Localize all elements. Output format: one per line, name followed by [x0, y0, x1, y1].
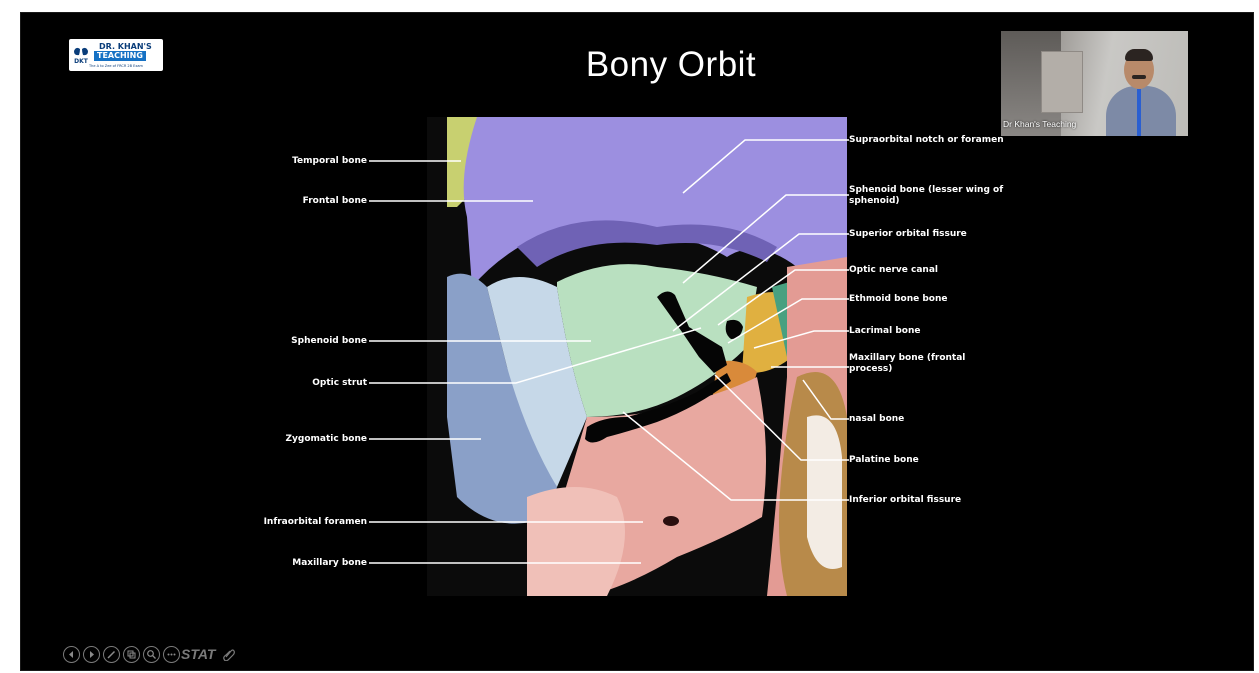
label-supraorbital-notch: Supraorbital notch or foramen [849, 135, 1004, 146]
leader-nasal-bone [803, 380, 849, 419]
next-icon [86, 649, 97, 660]
leader-palatine-bone [715, 375, 849, 460]
stat-brand-text: STAT [181, 646, 215, 662]
label-sphenoid-bone: Sphenoid bone [271, 336, 367, 347]
label-optic-nerve-canal: Optic nerve canal [849, 265, 938, 276]
presentation-toolbar: STAT [63, 643, 236, 665]
leader-inferior-orbital-fissure [623, 412, 849, 500]
leader-superior-orbital-fissure [673, 234, 849, 331]
label-palatine-bone: Palatine bone [849, 455, 919, 466]
leader-lacrimal-bone [754, 331, 849, 348]
label-maxillary-frontal-process: Maxillary bone (frontal process) [849, 353, 989, 375]
label-optic-strut: Optic strut [271, 378, 367, 389]
label-temporal-bone: Temporal bone [271, 156, 367, 167]
leader-supraorbital-notch [683, 140, 849, 193]
page-right-margin [1254, 0, 1259, 673]
label-ethmoid-bone: Ethmoid bone bone [849, 294, 948, 305]
zoom-icon [146, 649, 157, 660]
label-lacrimal-bone: Lacrimal bone [849, 326, 920, 337]
label-superior-orbital-fissure: Superior orbital fissure [849, 229, 967, 240]
previous-slide-button[interactable] [63, 646, 80, 663]
label-inferior-orbital-fissure: Inferior orbital fissure [849, 495, 961, 506]
label-infraorbital-foramen: Infraorbital foramen [217, 517, 367, 528]
label-leader-lines [21, 13, 1254, 671]
slides-icon [126, 649, 137, 660]
more-options-button[interactable] [163, 646, 180, 663]
paperclip-icon[interactable] [222, 647, 236, 661]
label-zygomatic-bone: Zygomatic bone [271, 434, 367, 445]
label-sphenoid-lesser-wing: Sphenoid bone (lesser wing of sphenoid) [849, 185, 1019, 207]
more-icon [166, 649, 177, 660]
presentation-slide: DKT DR. KHAN'S TEACHING The A to Zee of … [20, 12, 1254, 671]
leader-optic-strut [369, 328, 701, 383]
all-slides-button[interactable] [123, 646, 140, 663]
zoom-button[interactable] [143, 646, 160, 663]
page-top-margin [0, 0, 1259, 12]
next-slide-button[interactable] [83, 646, 100, 663]
label-nasal-bone: nasal bone [849, 414, 904, 425]
pen-icon [106, 649, 117, 660]
label-frontal-bone: Frontal bone [271, 196, 367, 207]
leader-optic-nerve-canal [718, 270, 849, 325]
label-maxillary-bone: Maxillary bone [271, 558, 367, 569]
previous-icon [66, 649, 77, 660]
pen-button[interactable] [103, 646, 120, 663]
